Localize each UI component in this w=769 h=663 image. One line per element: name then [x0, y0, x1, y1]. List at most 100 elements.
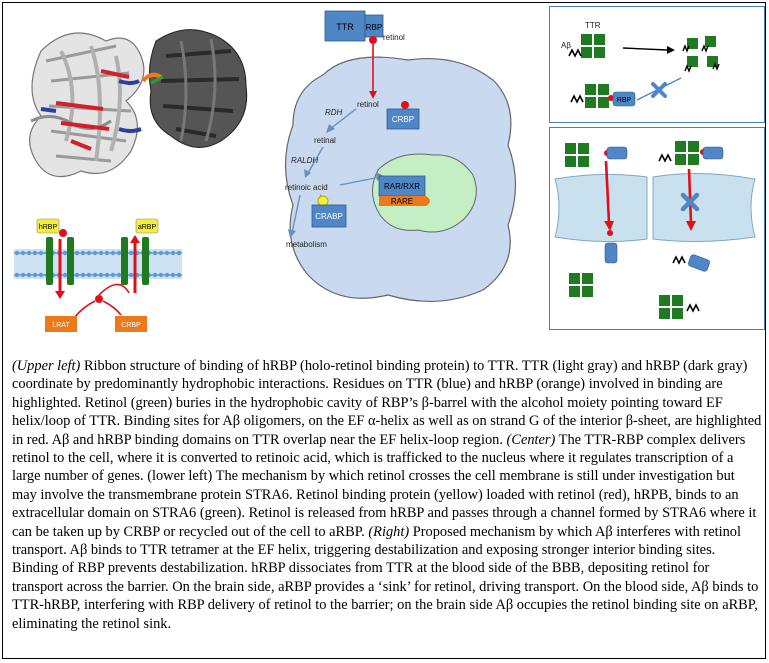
lrat-box: LRAT [45, 316, 77, 332]
crbp-box: CRBP [115, 316, 147, 332]
block-x-icon [651, 82, 667, 98]
lipid-head [14, 250, 20, 256]
rdh-arrow [329, 108, 357, 130]
ttr-binding-residues [40, 79, 142, 133]
arbp-protein: aRBP [135, 218, 159, 234]
metabolism-arrowhead [288, 229, 296, 238]
lipid-head [164, 250, 170, 256]
lipid-head [92, 272, 98, 278]
abeta-squiggle-arbp [672, 255, 686, 265]
raldh-arrowhead [304, 169, 311, 178]
transport-arrows [55, 235, 140, 299]
lipid-head [32, 250, 38, 256]
hrbp-blood-left [606, 146, 628, 160]
raldh-label: RALDH [291, 156, 318, 165]
retinol-uptake-arrow [369, 44, 377, 99]
cell-membrane [14, 249, 182, 279]
right-rbp-label: RBP [617, 97, 632, 104]
hrbp-binding-residues [141, 72, 163, 83]
retinol-label-inner: retinol [357, 100, 379, 109]
caption-label-center: (Center) [506, 431, 556, 448]
raldh-arrow [307, 146, 324, 174]
lipid-head [80, 272, 86, 278]
center-rbp-label: RBP [366, 23, 382, 32]
lipid-head [14, 272, 20, 278]
ttr-tetramer-brain-right [659, 295, 683, 319]
abeta-squiggle-bottom [570, 94, 584, 104]
caption-text-center: The TTR-RBP complex delivers retinol to … [12, 431, 757, 540]
ttr-tetramer-blood-right [675, 141, 699, 165]
endothelial-cell-right [652, 172, 756, 243]
lipid-head [26, 272, 32, 278]
rar-rxr-box: RAR/RXR [378, 175, 426, 197]
lipid-head [32, 272, 38, 278]
lipid-head [20, 250, 26, 256]
retinol-dot-right [608, 95, 614, 101]
lipid-head [158, 272, 164, 278]
lipid-head [128, 250, 134, 256]
lipid-head [92, 250, 98, 256]
caption-text-upper-left: Ribbon structure of binding of hRBP (hol… [12, 358, 762, 448]
retinol-ribbon [150, 75, 164, 85]
lipid-head [170, 250, 176, 256]
lipid-head [176, 250, 182, 256]
right-abeta-label: Aβ [561, 41, 571, 50]
lipid-head [86, 272, 92, 278]
to-nucleus-arrow [339, 176, 381, 186]
arbp-brain-left [604, 242, 618, 264]
abeta-ttr-binding-panel: TTR Aβ RBP [549, 6, 765, 123]
lipid-head [74, 272, 80, 278]
retinal-label: retinal [314, 136, 336, 145]
retinol-dot-crbp [401, 101, 409, 109]
crbp-label-lower: CRBP [121, 322, 141, 329]
metabolism-arrow [291, 194, 301, 234]
rar-rxr-label: RAR/RXR [384, 182, 420, 191]
lipid-head [110, 272, 116, 278]
rdh-label: RDH [325, 108, 343, 117]
lipid-head [20, 272, 26, 278]
retinoic-acid-label: retinoic acid [285, 183, 328, 192]
destabilize-arrow [622, 46, 675, 54]
stra6-left-inner [67, 237, 74, 285]
transport-arrow-left [604, 160, 614, 231]
crabp-label: CRABP [315, 212, 343, 221]
recycle-arrows [74, 283, 130, 318]
abeta-binding-sites [55, 69, 130, 151]
abeta-squiggle-bbb [658, 153, 672, 163]
ttr-tetramer-blood-left [565, 143, 589, 167]
lipid-head [104, 250, 110, 256]
hrbp-protein: hRBP [36, 218, 67, 237]
lipid-head [86, 250, 92, 256]
lipid-head [158, 250, 164, 256]
rare-box: RARE [379, 196, 430, 206]
lipid-head [176, 272, 182, 278]
retinol-label-top: retinol [383, 33, 405, 42]
membrane-transport-diagram: hRBP aRBP LRAT CRBP [14, 218, 182, 332]
ttr-tetramer-brain-left [569, 273, 593, 297]
lipid-head [170, 272, 176, 278]
hrbp-blood-right [702, 146, 724, 160]
ttr-rbp-complex: TTR RBP [324, 10, 384, 42]
ribbon-structure-image [29, 29, 248, 178]
metabolism-label: metabolism [286, 240, 327, 249]
arbp-brain-right [688, 254, 710, 272]
abeta-squiggles-right [682, 44, 720, 73]
cell-diagram: TTR RBP retinol retinol RDH CRBP retinal… [284, 10, 517, 302]
bbb-transport-panel [549, 127, 765, 330]
lipid-head [152, 272, 158, 278]
abeta-squiggle-brain [686, 303, 700, 313]
hrbp-ribbon [148, 29, 248, 148]
lipid-head [104, 272, 110, 278]
rare-label: RARE [391, 197, 413, 206]
abeta-squiggle-top [568, 48, 582, 58]
caption-label-upper-left: (Upper left) [12, 358, 81, 374]
ttr-tetramer-top [581, 34, 605, 58]
retinol-dot-top [369, 36, 377, 44]
lipid-head [152, 250, 158, 256]
figure-caption: (Upper left) Ribbon structure of binding… [12, 357, 762, 633]
caption-text-right: Proposed mechanism by which Aβ interfere… [12, 523, 759, 632]
ttr-ribbon [29, 32, 145, 178]
stra6-right-outer [121, 237, 128, 285]
blocked-transport-arrow [686, 168, 696, 231]
center-ttr-label: TTR [336, 22, 354, 32]
